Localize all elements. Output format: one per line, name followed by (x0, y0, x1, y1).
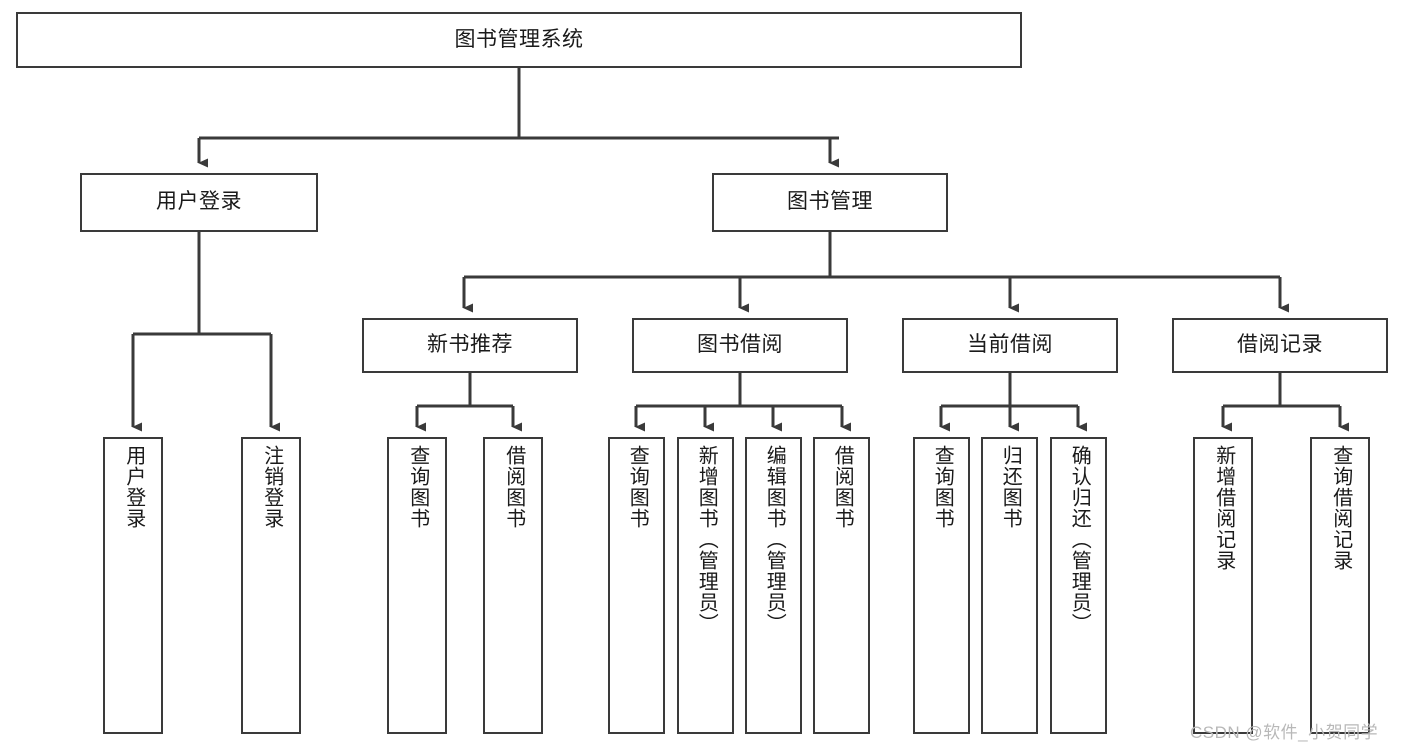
node-leaf-edit-book-admin[interactable]: 编辑图书（管理员） (745, 437, 802, 734)
node-tier2-new-book-recommend[interactable]: 新书推荐 (362, 318, 578, 373)
node-leaf-return-book[interactable]: 归还图书 (981, 437, 1038, 734)
node-leaf-confirm-return-admin[interactable]: 确认归还（管理员） (1050, 437, 1107, 734)
node-tier2-new-book-recommend-label: 新书推荐 (427, 333, 513, 357)
node-leaf-query-book-borrow[interactable]: 查询图书 (608, 437, 665, 734)
node-tier2-borrow-record-label: 借阅记录 (1237, 333, 1323, 357)
node-leaf-query-book-borrow-label: 查询图书 (626, 445, 649, 529)
node-leaf-query-borrow-record[interactable]: 查询借阅记录 (1310, 437, 1370, 734)
node-leaf-user-login-label: 用户登录 (122, 445, 145, 529)
node-leaf-borrow-book-label: 借阅图书 (831, 445, 854, 529)
node-root[interactable]: 图书管理系统 (16, 12, 1022, 68)
node-leaf-query-book-current-label: 查询图书 (931, 445, 954, 529)
node-tier2-current-borrow[interactable]: 当前借阅 (902, 318, 1118, 373)
node-leaf-add-book-admin-label: 新增图书（管理员） (695, 445, 718, 634)
node-leaf-query-borrow-record-label: 查询借阅记录 (1329, 445, 1352, 571)
node-root-label: 图书管理系统 (454, 27, 584, 51)
node-tier2-book-borrow[interactable]: 图书借阅 (632, 318, 848, 373)
node-leaf-confirm-return-admin-label: 确认归还（管理员） (1068, 445, 1091, 634)
node-leaf-add-borrow-record-label: 新增借阅记录 (1212, 445, 1235, 571)
node-tier1-book-management-label: 图书管理 (787, 190, 873, 214)
node-tier1-user-login-label: 用户登录 (156, 190, 242, 214)
node-leaf-add-book-admin[interactable]: 新增图书（管理员） (677, 437, 734, 734)
node-leaf-query-book-recommend-label: 查询图书 (406, 445, 429, 529)
node-leaf-query-book-current[interactable]: 查询图书 (913, 437, 970, 734)
node-tier1-user-login[interactable]: 用户登录 (80, 173, 318, 232)
node-leaf-logout-label: 注销登录 (260, 445, 283, 529)
node-leaf-borrow-book-recommend-label: 借阅图书 (502, 445, 525, 529)
node-leaf-add-borrow-record[interactable]: 新增借阅记录 (1193, 437, 1253, 734)
node-leaf-logout[interactable]: 注销登录 (241, 437, 301, 734)
node-leaf-query-book-recommend[interactable]: 查询图书 (387, 437, 447, 734)
node-leaf-user-login[interactable]: 用户登录 (103, 437, 163, 734)
node-leaf-borrow-book-recommend[interactable]: 借阅图书 (483, 437, 543, 734)
node-leaf-edit-book-admin-label: 编辑图书（管理员） (763, 445, 786, 634)
node-tier2-borrow-record[interactable]: 借阅记录 (1172, 318, 1388, 373)
node-tier2-current-borrow-label: 当前借阅 (967, 333, 1053, 357)
node-tier2-book-borrow-label: 图书借阅 (697, 333, 783, 357)
node-leaf-borrow-book[interactable]: 借阅图书 (813, 437, 870, 734)
node-leaf-return-book-label: 归还图书 (999, 445, 1022, 529)
node-tier1-book-management[interactable]: 图书管理 (712, 173, 948, 232)
